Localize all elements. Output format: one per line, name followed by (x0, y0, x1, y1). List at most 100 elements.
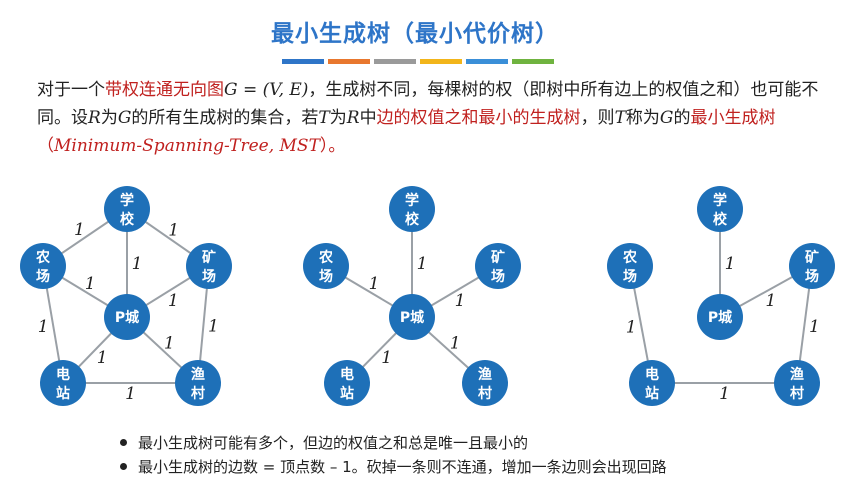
node-label: 农 (35, 249, 51, 266)
edge-weight-label: 1 (74, 220, 85, 240)
node-label: 校 (713, 211, 728, 228)
node-label: 站 (645, 385, 659, 402)
node-city: P城 (697, 294, 743, 340)
edge-weight-label: 1 (85, 274, 96, 294)
edge-weight-label: 1 (125, 384, 136, 404)
node-label: 校 (120, 211, 135, 228)
node-label: 农 (622, 249, 638, 266)
edge-weight-label: 1 (809, 317, 820, 337)
node-circle (175, 360, 221, 406)
edge-weight-label: 1 (208, 316, 219, 336)
node-farm: 农场 (607, 243, 653, 289)
node-power: 电站 (629, 360, 675, 406)
node-city: P城 (104, 294, 150, 340)
node-circle (789, 243, 835, 289)
node-mine: 矿场 (789, 243, 835, 289)
node-label: 渔 (478, 366, 492, 383)
edge-weight-label: 1 (381, 348, 392, 368)
node-mine: 矿场 (186, 243, 232, 289)
node-fishing: 渔村 (774, 360, 820, 406)
node-label: 矿 (805, 249, 819, 266)
node-label: 矿 (202, 249, 216, 266)
color-bar-blue (282, 59, 324, 64)
node-school: 学校 (104, 186, 150, 232)
node-label: 矿 (491, 249, 505, 266)
edge-weight-label: 1 (132, 254, 143, 274)
bullet-item: 最小生成树可能有多个，但边的权值之和总是唯一且最小的 (118, 431, 667, 455)
node-circle (303, 243, 349, 289)
edge-weight-label: 1 (164, 334, 175, 354)
node-power: 电站 (40, 360, 86, 406)
node-circle (104, 186, 150, 232)
edge-weight-label: 1 (369, 274, 380, 294)
node-label: 电 (56, 366, 70, 383)
node-mine: 矿场 (475, 243, 521, 289)
node-fishing: 渔村 (462, 360, 508, 406)
node-circle (324, 360, 370, 406)
node-school: 学校 (389, 186, 435, 232)
definition-paragraph: 对于一个带权连通无向图G = (V, E)，生成树不同，每棵树的权（即树中所有边… (37, 80, 819, 156)
node-city: P城 (389, 294, 435, 340)
node-label: 学 (120, 192, 134, 209)
color-bar-orange (328, 59, 370, 64)
bullet-list: 最小生成树可能有多个，但边的权值之和总是唯一且最小的 最小生成树的边数 = 顶点… (118, 431, 667, 479)
node-label: 场 (623, 269, 637, 285)
edge-weight-label: 1 (168, 220, 179, 240)
color-bar-lightblue (466, 59, 508, 64)
node-label: 场 (491, 269, 505, 285)
node-farm: 农场 (303, 243, 349, 289)
node-circle (104, 294, 150, 340)
node-power: 电站 (324, 360, 370, 406)
node-circle (20, 243, 66, 289)
node-farm: 农场 (20, 243, 66, 289)
color-bar-yellow (420, 59, 462, 64)
node-label: P城 (115, 309, 139, 326)
node-school: 学校 (697, 186, 743, 232)
edge-weight-label: 1 (626, 317, 637, 337)
edge-weight-label: 1 (417, 254, 428, 274)
node-label: 场 (805, 269, 819, 285)
edge-weight-label: 1 (725, 254, 736, 274)
node-label: 渔 (790, 366, 804, 383)
node-label: 站 (340, 385, 354, 402)
node-label: 校 (405, 211, 420, 228)
node-label: 农 (318, 249, 334, 266)
node-circle (607, 243, 653, 289)
edge-weight-label: 1 (719, 384, 730, 404)
node-circle (697, 186, 743, 232)
node-label: 村 (790, 385, 804, 402)
edge-weight-label: 1 (168, 291, 179, 311)
node-circle (389, 294, 435, 340)
node-label: P城 (400, 309, 424, 326)
node-label: 场 (36, 269, 50, 285)
node-circle (697, 294, 743, 340)
node-label: 电 (645, 366, 659, 383)
node-label: 电 (340, 366, 354, 383)
node-fishing: 渔村 (175, 360, 221, 406)
node-circle (389, 186, 435, 232)
node-circle (40, 360, 86, 406)
node-circle (774, 360, 820, 406)
edge-weight-label: 1 (38, 317, 49, 337)
node-label: 村 (478, 385, 492, 402)
node-label: 学 (713, 192, 727, 209)
node-circle (462, 360, 508, 406)
node-circle (629, 360, 675, 406)
node-label: 场 (319, 269, 333, 285)
slide-title: 最小生成树（最小代价树） (271, 21, 559, 47)
edge-weight-label: 1 (450, 334, 461, 354)
edge-weight-label: 1 (765, 291, 776, 311)
node-label: 站 (56, 385, 70, 402)
color-bar-gray (374, 59, 416, 64)
node-circle (186, 243, 232, 289)
node-label: 学 (405, 192, 419, 209)
edge-weight-label: 1 (455, 291, 466, 311)
edge-weight-label: 1 (97, 348, 108, 368)
bullet-item: 最小生成树的边数 = 顶点数 – 1。砍掉一条则不连通，增加一条边则会出现回路 (118, 455, 667, 479)
color-bar-green (512, 59, 554, 64)
node-label: P城 (708, 309, 732, 326)
